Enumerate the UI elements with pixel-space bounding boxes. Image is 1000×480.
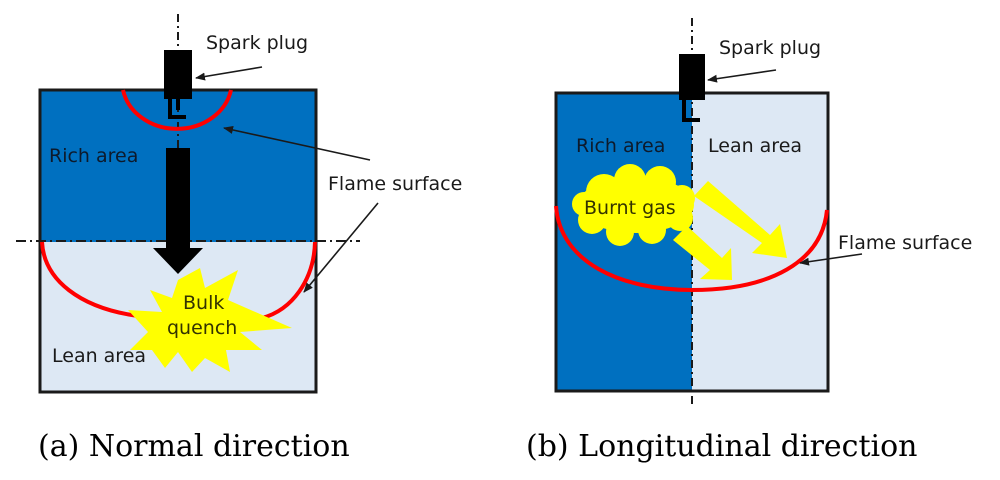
burnt-gas-cloud-icon: [572, 164, 695, 246]
propagation-arrow-icon: [153, 148, 203, 274]
flame-surface-leader-arrow: [799, 253, 863, 266]
spark-plug-electrode: [168, 99, 186, 119]
flame-surface-label: Flame surface: [328, 173, 462, 195]
caption-a: (a) Normal direction: [38, 429, 350, 464]
flame-surface-initial: [121, 89, 233, 131]
panel-b-longitudinal-direction: Burnt gas Rich area Lean area Spark plug…: [526, 18, 972, 464]
rich-area-label: Rich area: [576, 135, 665, 157]
lean-area-region: [692, 93, 828, 391]
spark-plug-leader-arrow: [195, 66, 263, 81]
bulk-quench-label-line2: quench: [167, 317, 237, 339]
panel-a-normal-direction: Bulk quench Rich area Lean area Spark pl…: [16, 14, 462, 464]
caption-b: (b) Longitudinal direction: [526, 429, 918, 464]
burnt-gas-label: Burnt gas: [584, 197, 676, 219]
flow-arrow-lower-icon: [673, 226, 732, 280]
spark-plug-electrode: [682, 100, 700, 122]
flame-surface-leader-arrow-top: [223, 126, 371, 161]
lean-area-label: Lean area: [708, 135, 802, 157]
bulk-quench-label-line1: Bulk: [183, 292, 224, 314]
flame-surface-leader-arrow-bottom: [303, 202, 379, 293]
spark-plug-label: Spark plug: [206, 32, 308, 54]
rich-area-label: Rich area: [49, 145, 138, 167]
spark-plug-leader-arrow: [707, 69, 777, 83]
bulk-quench-burst-icon: [128, 268, 292, 372]
flame-surface-left: [40, 241, 139, 318]
flame-surface-right: [261, 241, 317, 320]
flame-surface-label: Flame surface: [838, 232, 972, 254]
spark-plug-icon: [164, 50, 192, 99]
flow-arrow-upper-icon: [694, 181, 787, 258]
spark-plug-label: Spark plug: [719, 37, 821, 59]
lean-area-label: Lean area: [52, 345, 146, 367]
flame-surface: [554, 205, 829, 293]
spark-plug-icon: [679, 54, 705, 100]
